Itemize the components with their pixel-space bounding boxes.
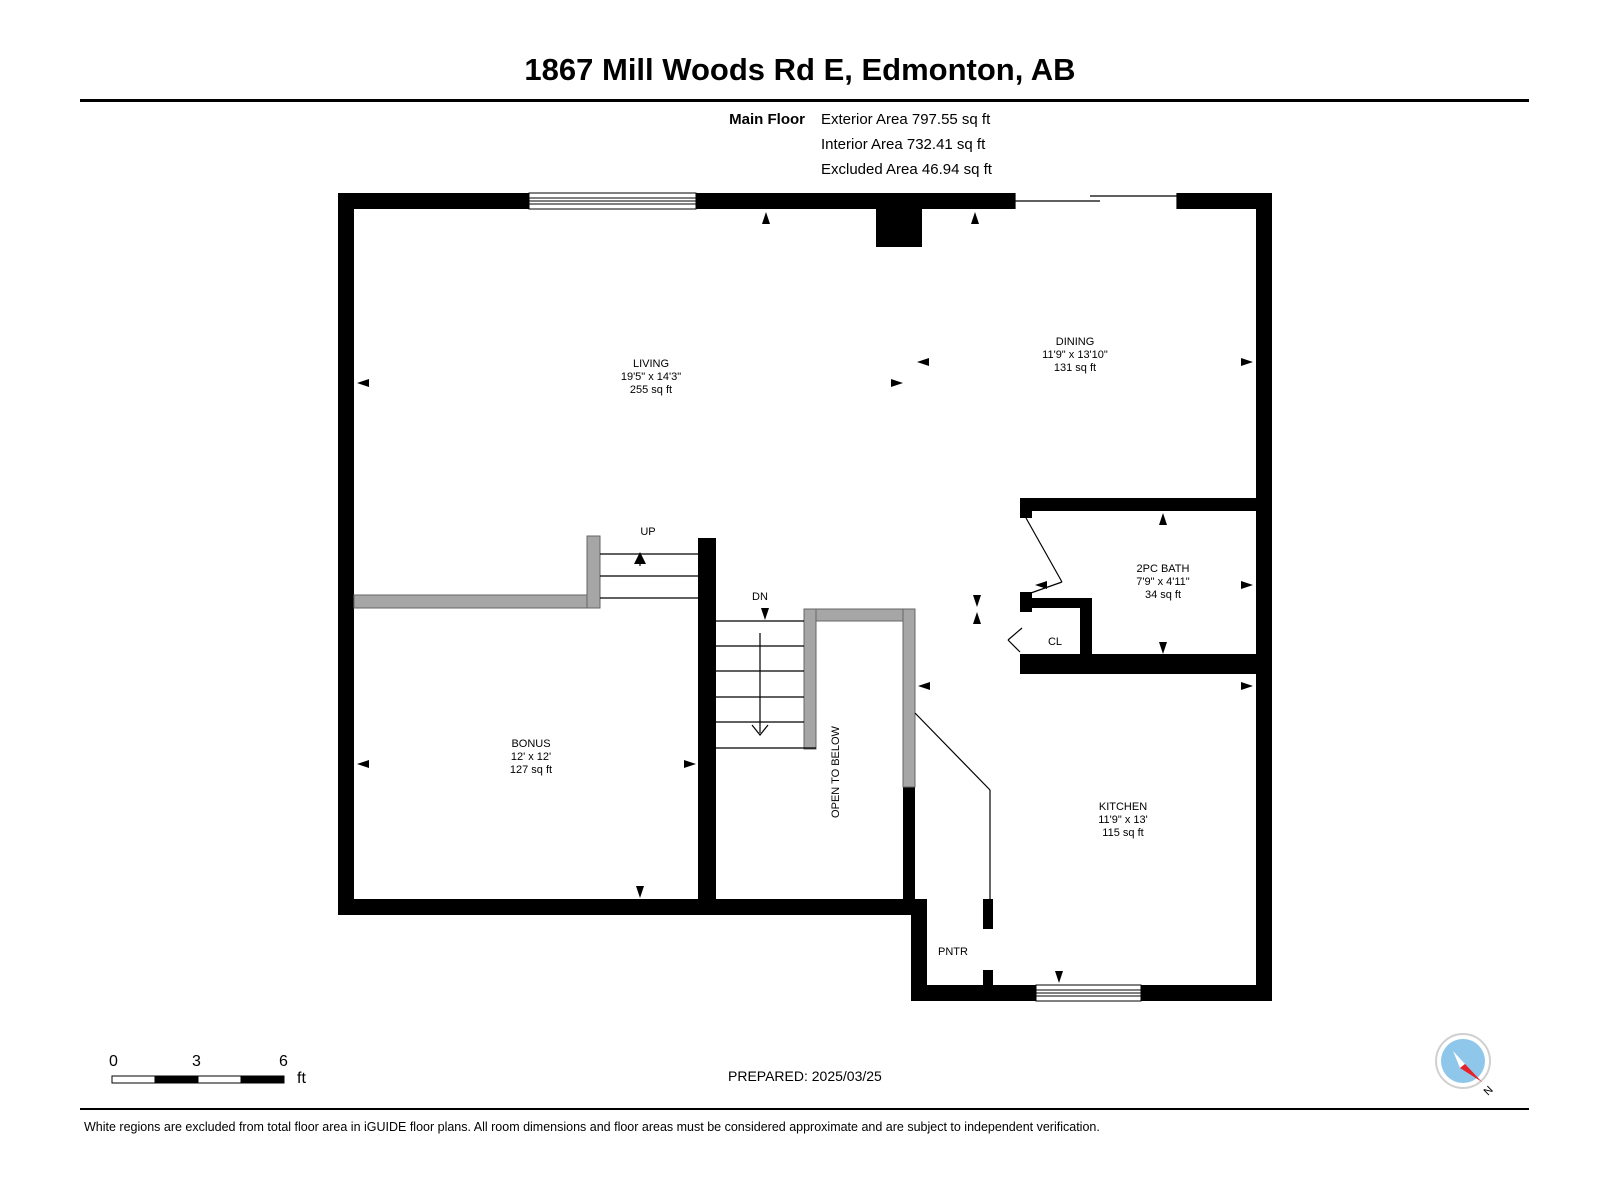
pantry-label: PNTR [938, 946, 968, 958]
header-rule [80, 99, 1529, 102]
floor-label: Main Floor [729, 111, 805, 128]
room-area: 34 sq ft [1145, 589, 1181, 601]
footer-rule [80, 1108, 1529, 1110]
room-kitchen: KITCHEN 11'9" x 13' 115 sq ft [1098, 801, 1148, 839]
stairs-down [716, 620, 816, 749]
compass-icon: N [1435, 1033, 1496, 1098]
area-summary: Exterior Area 797.55 sq ft Interior Area… [821, 107, 992, 182]
windows [528, 192, 1142, 1002]
interior-walls [698, 498, 1256, 992]
scale-unit: ft [297, 1070, 306, 1087]
door-swings [914, 517, 1063, 899]
room-bonus: BONUS 12' x 12' 127 sq ft [510, 738, 552, 776]
scale-label-0: 0 [109, 1053, 118, 1070]
stairs-down-label: DN [752, 591, 768, 603]
prepared-date: PREPARED: 2025/03/25 [728, 1068, 882, 1084]
room-name: KITCHEN [1099, 801, 1147, 813]
room-bath: 2PC BATH 7'9" x 4'11" 34 sq ft [1136, 563, 1189, 601]
page-title: 1867 Mill Woods Rd E, Edmonton, AB [524, 52, 1076, 87]
interior-area: Interior Area 732.41 sq ft [821, 136, 986, 153]
room-name: 2PC BATH [1137, 563, 1190, 575]
room-dining: DINING 11'9" x 13'10" 131 sq ft [1042, 336, 1108, 374]
compass-north-label: N [1482, 1084, 1496, 1098]
room-name: DINING [1056, 336, 1095, 348]
disclaimer-text: White regions are excluded from total fl… [84, 1120, 1100, 1134]
scale-bar [111, 1075, 285, 1084]
room-area: 115 sq ft [1102, 827, 1143, 839]
stairs-up [600, 552, 698, 599]
sliding-door [1014, 193, 1178, 209]
scale-label-3: 3 [192, 1053, 201, 1070]
open-to-below-label: OPEN TO BELOW [830, 725, 842, 818]
room-dims: 11'9" x 13' [1098, 814, 1148, 826]
closet-label: CL [1048, 636, 1062, 648]
room-area: 255 sq ft [630, 384, 672, 396]
room-dims: 12' x 12' [511, 751, 551, 763]
room-dims: 7'9" x 4'11" [1136, 576, 1189, 588]
exterior-walls [338, 193, 1272, 1001]
room-living: LIVING 19'5" x 14'3" 255 sq ft [621, 358, 681, 396]
room-area: 131 sq ft [1054, 362, 1096, 374]
room-name: BONUS [511, 738, 550, 750]
stairs-up-label: UP [640, 526, 655, 538]
railings [353, 535, 916, 788]
dimension-arrows [357, 212, 1253, 983]
room-dims: 11'9" x 13'10" [1042, 349, 1108, 361]
room-name: LIVING [633, 358, 669, 370]
excluded-area: Excluded Area 46.94 sq ft [821, 161, 992, 178]
scale-label-6: 6 [279, 1053, 288, 1070]
room-area: 127 sq ft [510, 764, 552, 776]
room-dims: 19'5" x 14'3" [621, 371, 681, 383]
exterior-area: Exterior Area 797.55 sq ft [821, 111, 991, 128]
